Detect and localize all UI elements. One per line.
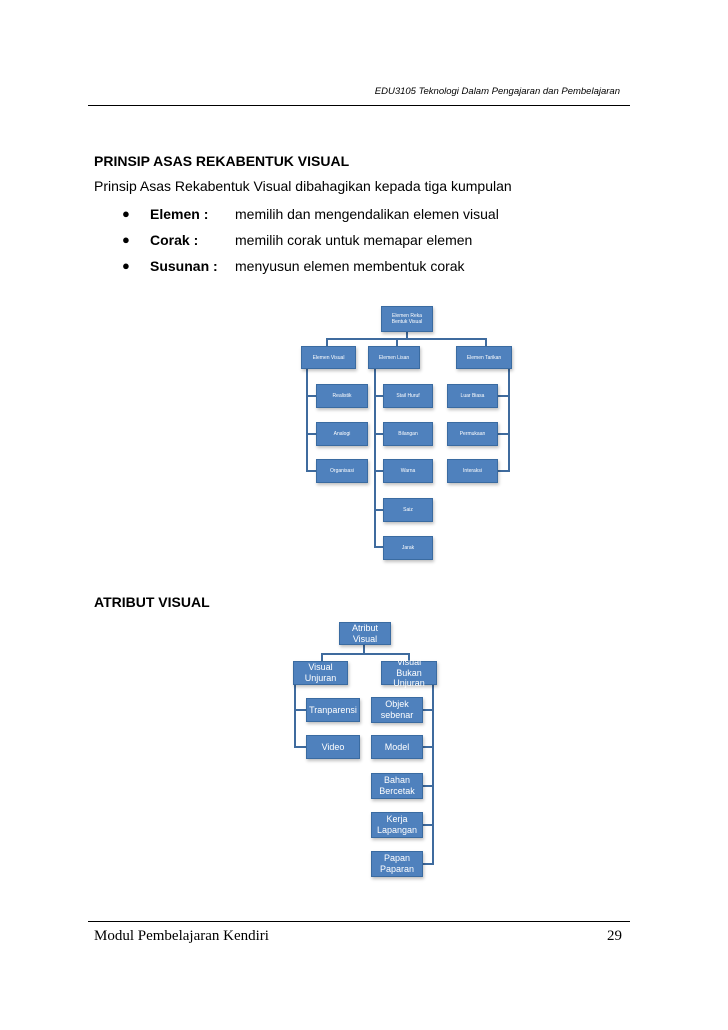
footer-title: Modul Pembelajaran Kendiri bbox=[94, 928, 269, 944]
footer-rule bbox=[88, 921, 630, 922]
bullet-desc: memilih corak untuk memapar elemen bbox=[235, 232, 473, 248]
bullet-desc: memilih dan mengendalikan elemen visual bbox=[235, 206, 499, 222]
diagram-leaf-box: Tranparensi bbox=[306, 698, 360, 722]
connector bbox=[432, 685, 434, 865]
diagram-leaf-label: Permukaan bbox=[459, 431, 486, 437]
bullet-icon: ● bbox=[122, 206, 130, 221]
diagram-branch-label: Elemen Visual bbox=[312, 354, 345, 361]
connector bbox=[498, 470, 510, 472]
diagram-leaf-label: Realistik bbox=[332, 393, 352, 399]
diagram-leaf-box: Analogi bbox=[316, 422, 368, 446]
diagram-leaf-box: Interaksi bbox=[447, 459, 498, 483]
running-header: EDU3105 Teknologi Dalam Pengajaran dan P… bbox=[374, 86, 620, 97]
diagram-leaf-label: Analogi bbox=[333, 431, 351, 437]
diagram-leaf-box: Warna bbox=[383, 459, 433, 483]
bullet-term: Susunan : bbox=[150, 258, 218, 274]
diagram-leaf-label: Luar Biasa bbox=[460, 393, 485, 399]
diagram-branch-box: Elemen Visual bbox=[301, 346, 356, 369]
diagram-leaf-box: Model bbox=[371, 735, 423, 759]
diagram-branch-box: Elemen Lisan bbox=[368, 346, 420, 369]
connector bbox=[498, 433, 510, 435]
connector bbox=[294, 685, 296, 748]
diagram-branch-label: Elemen Lisan bbox=[378, 354, 410, 361]
diagram-leaf-box: Luar Biasa bbox=[447, 384, 498, 408]
diagram-leaf-label: Bahan Bercetak bbox=[379, 775, 415, 796]
diagram-leaf-box: Saiz bbox=[383, 498, 433, 522]
diagram-branch-box: Visual Unjuran bbox=[293, 661, 348, 685]
diagram-leaf-label: Warna bbox=[400, 468, 416, 474]
diagram-leaf-box: Realistik bbox=[316, 384, 368, 408]
diagram-leaf-box: Papan Paparan bbox=[371, 851, 423, 877]
diagram-branch-box: Elemen Tarikan bbox=[456, 346, 512, 369]
connector bbox=[306, 470, 316, 472]
connector bbox=[374, 470, 383, 472]
connector bbox=[294, 709, 306, 711]
diagram-leaf-box: Stail Huruf bbox=[383, 384, 433, 408]
page-number: 29 bbox=[607, 928, 622, 944]
diagram-root-label: Elemen Reka Bentuk Visual bbox=[391, 313, 423, 325]
bullet-icon: ● bbox=[122, 232, 130, 247]
connector bbox=[374, 546, 383, 548]
connector bbox=[485, 338, 487, 346]
section-title-prinsip: PRINSIP ASAS REKABENTUK VISUAL bbox=[94, 153, 350, 169]
diagram-leaf-box: Video bbox=[306, 735, 360, 759]
diagram-leaf-box: Objek sebenar bbox=[371, 697, 423, 723]
connector bbox=[321, 653, 323, 661]
diagram-leaf-box: Bilangan bbox=[383, 422, 433, 446]
diagram-leaf-label: Tranparensi bbox=[309, 704, 357, 715]
diagram-root-box: Atribut Visual bbox=[339, 622, 391, 645]
diagram-leaf-box: Jarak bbox=[383, 536, 433, 560]
diagram-root-label: Atribut Visual bbox=[351, 622, 378, 644]
diagram-leaf-label: Saiz bbox=[403, 507, 413, 513]
header-rule bbox=[88, 105, 630, 106]
diagram-leaf-label: Bilangan bbox=[398, 431, 418, 437]
diagram-leaf-label: Objek sebenar bbox=[380, 699, 414, 720]
connector bbox=[374, 369, 376, 548]
diagram-root-box: Elemen Reka Bentuk Visual bbox=[381, 306, 433, 332]
connector bbox=[408, 653, 410, 661]
diagram-branch-box: Visual Bukan Unjuran bbox=[381, 657, 437, 688]
diagram-leaf-label: Video bbox=[321, 741, 345, 752]
diagram-branch-label: Visual Bukan Unjuran bbox=[393, 656, 425, 689]
diagram-leaf-label: Stail Huruf bbox=[396, 393, 420, 399]
diagram-leaf-label: Jarak bbox=[401, 545, 415, 551]
connector bbox=[423, 824, 434, 826]
diagram-leaf-box: Kerja Lapangan bbox=[371, 812, 423, 838]
connector bbox=[508, 369, 510, 472]
diagram-leaf-label: Interaksi bbox=[463, 468, 482, 474]
connector bbox=[306, 433, 316, 435]
connector bbox=[294, 746, 306, 748]
bullet-term: Elemen : bbox=[150, 206, 209, 222]
connector bbox=[423, 746, 434, 748]
diagram-branch-label: Elemen Tarikan bbox=[466, 354, 502, 361]
connector bbox=[321, 653, 410, 655]
bullet-term: Corak : bbox=[150, 232, 199, 248]
diagram-leaf-box: Permukaan bbox=[447, 422, 498, 446]
connector bbox=[423, 785, 434, 787]
bullet-icon: ● bbox=[122, 258, 130, 273]
diagram-leaf-box: Bahan Bercetak bbox=[371, 773, 423, 799]
connector bbox=[374, 509, 383, 511]
connector bbox=[306, 369, 308, 472]
connector bbox=[363, 645, 365, 655]
intro-paragraph: Prinsip Asas Rekabentuk Visual dibahagik… bbox=[94, 178, 512, 194]
connector bbox=[306, 395, 316, 397]
connector bbox=[326, 338, 487, 340]
connector bbox=[498, 395, 510, 397]
connector bbox=[374, 395, 383, 397]
diagram-leaf-box: Organisasi bbox=[316, 459, 368, 483]
connector bbox=[406, 332, 408, 339]
connector bbox=[326, 338, 328, 346]
diagram-leaf-label: Organisasi bbox=[330, 468, 354, 474]
connector bbox=[396, 338, 398, 346]
connector bbox=[423, 863, 434, 865]
connector bbox=[374, 433, 383, 435]
diagram-leaf-label: Model bbox=[384, 741, 410, 752]
diagram-leaf-label: Papan Paparan bbox=[379, 853, 415, 874]
section-title-atribut: ATRIBUT VISUAL bbox=[94, 594, 210, 610]
diagram-branch-label: Visual Unjuran bbox=[304, 662, 337, 683]
connector bbox=[423, 709, 434, 711]
diagram-leaf-label: Kerja Lapangan bbox=[376, 814, 418, 835]
bullet-desc: menyusun elemen membentuk corak bbox=[235, 258, 465, 274]
